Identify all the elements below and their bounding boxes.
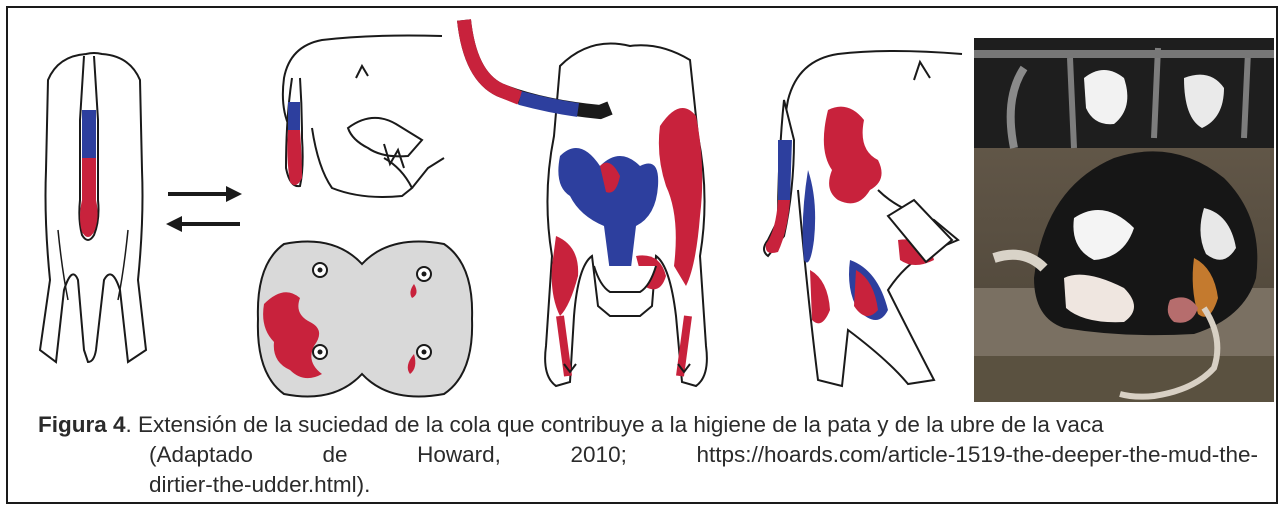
figure-caption: Figura 4. Extensión de la suciedad de la… — [38, 410, 1258, 500]
caption-text-1: . Extensión de la suciedad de la cola qu… — [125, 412, 1104, 437]
lying-cow-photo — [974, 38, 1274, 402]
cow-rear-view-soiled-illustration — [457, 19, 708, 388]
figure-label: Figura 4 — [38, 412, 126, 437]
figure-illustrations — [14, 16, 1276, 404]
cow-rear-view-tail-illustration — [38, 52, 148, 364]
exchange-arrows-icon — [166, 186, 242, 232]
udder-top-view-illustration — [256, 240, 474, 398]
cow-side-view-lying-illustration — [281, 34, 445, 198]
caption-line-3: dirtier-the-udder.html). — [149, 472, 371, 497]
cow-side-rear-soiled-illustration — [763, 50, 963, 388]
caption-line-1: Figura 4. Extensión de la suciedad de la… — [38, 410, 1258, 440]
caption-line-2: (Adaptado de Howard, 2010; https://hoard… — [149, 442, 1258, 467]
